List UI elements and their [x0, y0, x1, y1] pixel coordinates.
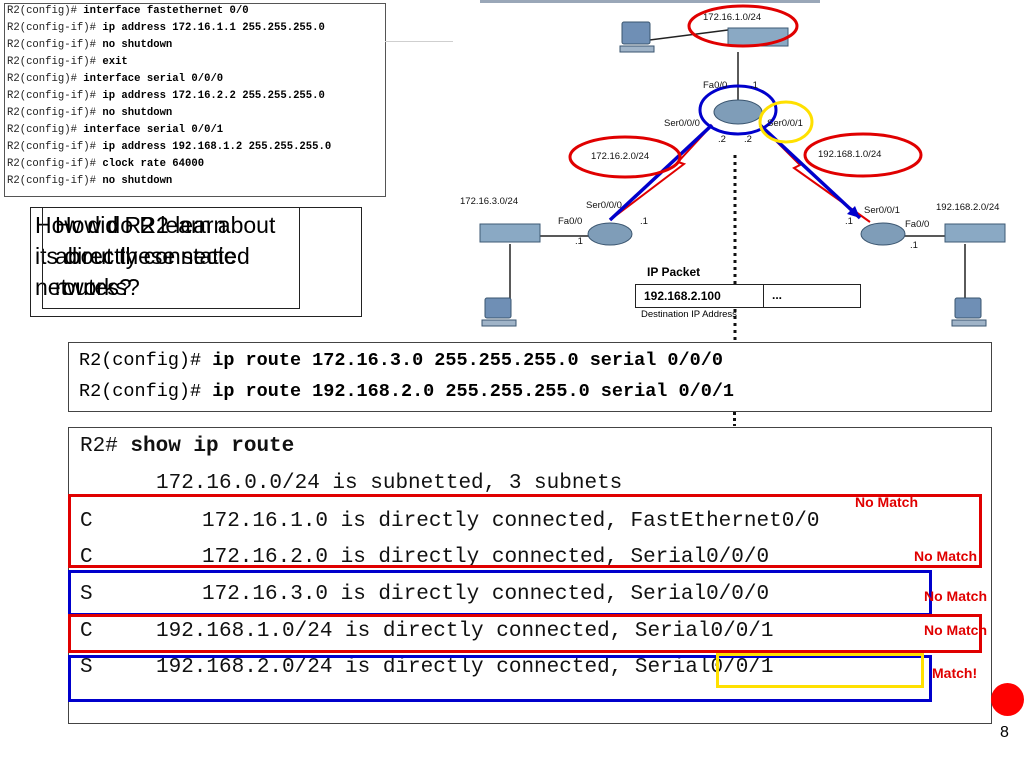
match-label: No Match [855, 494, 918, 510]
route-code: S [80, 583, 93, 606]
question-text: How did R2 learn about its directly conn… [35, 212, 276, 300]
route-entry: 172.16.1.0 is directly connected, FastEt… [202, 510, 820, 533]
route-code: S [80, 656, 93, 679]
iface-label: .1 [575, 236, 583, 247]
pc-icon [954, 297, 982, 319]
router-r2-icon [713, 99, 763, 125]
router-r1-icon [587, 222, 633, 246]
highlight-box-red [68, 494, 982, 568]
question-box: How do R2 learn about these static route… [42, 207, 300, 309]
iface-label: .1 [910, 240, 918, 251]
net-label: 172.16.3.0/24 [460, 196, 519, 207]
config-line: R2(config-if)# ip address 172.16.2.2 255… [7, 90, 325, 102]
packet-rest: ... [772, 288, 783, 302]
serial-link-r2-r1 [609, 124, 713, 221]
highlight-box-blue [68, 570, 932, 616]
route-code: C [80, 510, 93, 533]
static-route-cmd: R2(config)# ip route 192.168.2.0 255.255… [79, 381, 735, 402]
highlight-box-red [68, 614, 982, 653]
route-entry: 192.168.1.0/24 is directly connected, Se… [156, 620, 774, 643]
net-label: 192.168.1.0/24 [818, 149, 882, 160]
packet-box: 192.168.2.100 ... [635, 284, 861, 308]
route-code: C [80, 546, 93, 569]
static-route-box: R2(config)# ip route 172.16.3.0 255.255.… [68, 342, 992, 412]
question-text: How do R2 learn about these static route… [55, 212, 236, 300]
match-label: No Match [914, 548, 977, 564]
show-command: R2# show ip route [80, 435, 295, 458]
iface-label: Ser0/0/0 [664, 118, 700, 129]
packet-caption: Destination IP Address [641, 309, 737, 320]
pc-base [481, 319, 517, 327]
iface-label: .2 [718, 134, 726, 145]
question-box: How did R2 learn about its directly conn… [30, 207, 362, 317]
pc-base [619, 45, 655, 53]
route-code: C [80, 620, 93, 643]
iface-label: Ser0/0/1 [864, 205, 900, 216]
red-dot [991, 683, 1024, 716]
iface-label: .1 [640, 216, 648, 227]
iface-label: Ser0/0/0 [586, 200, 622, 211]
config-line: R2(config)# interface serial 0/0/1 [7, 124, 224, 136]
highlight-ellipse [698, 84, 778, 136]
net-label: 172.16.2.0/24 [591, 151, 650, 162]
route-entry: 172.16.2.0 is directly connected, Serial… [202, 546, 770, 569]
switch-icon [727, 27, 789, 47]
iface-label: Fa0/0 [703, 80, 728, 91]
config-line: R2(config)# interface fastethernet 0/0 [7, 5, 249, 17]
route-entry: 172.16.3.0 is directly connected, Serial… [202, 583, 770, 606]
switch-icon [944, 223, 1006, 243]
net-label: 192.168.2.0/24 [936, 202, 1000, 213]
highlight-ellipse [803, 132, 923, 178]
highlight-box-blue [68, 655, 932, 702]
pc-base [951, 319, 987, 327]
iface-label: .1 [750, 80, 758, 91]
iface-label: Fa0/0 [905, 219, 930, 230]
match-label: Match! [932, 665, 978, 681]
iface-label: .1 [845, 216, 853, 227]
highlight-ellipse [687, 4, 799, 48]
switch-icon [479, 223, 541, 243]
highlight-box-yellow [716, 653, 924, 688]
packet-title: IP Packet [647, 265, 701, 279]
route-entry: 192.168.2.0/24 is directly connected, Se… [156, 656, 774, 679]
divider [480, 0, 820, 3]
subnet-line: 172.16.0.0/24 is subnetted, 3 subnets [156, 472, 623, 495]
config-line: R2(config-if)# clock rate 64000 [7, 158, 205, 170]
divider [385, 41, 453, 42]
config-line: R2(config-if)# ip address 192.168.1.2 25… [7, 141, 332, 153]
slide-number: 8 [1000, 724, 1009, 741]
static-route-cmd: R2(config)# ip route 172.16.3.0 255.255.… [79, 350, 723, 371]
net-label: 172.16.1.0/24 [703, 12, 762, 23]
config-line: R2(config-if)# no shutdown [7, 39, 173, 51]
config-listing: R2(config)# interface fastethernet 0/0 R… [4, 3, 386, 197]
iface-label: Ser0/0/1 [767, 118, 803, 129]
pc-icon [621, 21, 651, 45]
pc-icon [484, 297, 512, 319]
iface-label: .2 [744, 134, 752, 145]
topology-diagram [479, 4, 1006, 345]
packet-field [636, 285, 764, 307]
arrow-head [847, 206, 860, 218]
routing-table-box [68, 427, 992, 724]
packet-dest-ip: 192.168.2.100 [644, 289, 721, 303]
config-line: R2(config-if)# no shutdown [7, 107, 173, 119]
dotted-path [733, 412, 736, 426]
router-r3-icon [860, 222, 906, 246]
match-label: No Match [924, 622, 987, 638]
config-line: R2(config-if)# ip address 172.16.1.1 255… [7, 22, 325, 34]
highlight-ellipse [568, 135, 682, 179]
config-line: R2(config)# interface serial 0/0/0 [7, 73, 224, 85]
config-line: R2(config-if)# exit [7, 56, 128, 68]
match-label: No Match [924, 588, 987, 604]
highlight-ellipse [758, 100, 814, 144]
iface-label: Fa0/0 [558, 216, 583, 227]
config-line: R2(config-if)# no shutdown [7, 175, 173, 187]
